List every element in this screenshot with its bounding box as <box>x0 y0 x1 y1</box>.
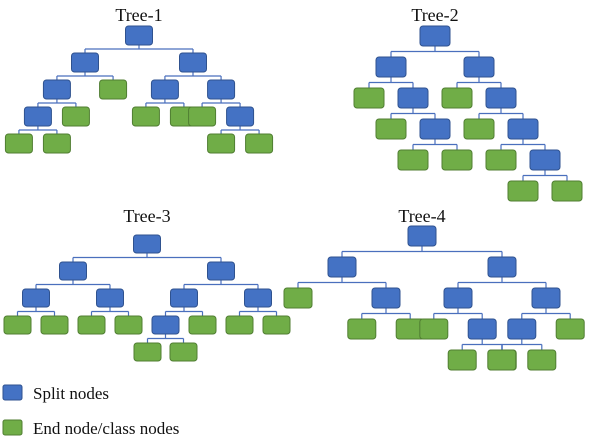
split-node <box>485 87 517 109</box>
legend-split-label: Split nodes <box>33 384 109 403</box>
end-node <box>555 318 585 340</box>
end-node <box>77 315 106 335</box>
tree-1-nodes <box>4 25 274 154</box>
end-node <box>527 349 557 371</box>
split-node <box>71 52 99 73</box>
split-node <box>207 79 236 100</box>
end-node <box>42 133 71 154</box>
legend-end-label: End node/class nodes <box>33 419 179 438</box>
legend-split-swatch <box>2 384 23 401</box>
end-node <box>40 315 69 335</box>
split-node <box>151 315 180 335</box>
end-node <box>397 149 429 171</box>
end-node <box>207 133 236 154</box>
split-node <box>419 25 451 47</box>
end-node <box>283 287 313 309</box>
tree-1-title: Tree-1 <box>115 5 162 25</box>
split-node <box>371 287 401 309</box>
tree-4-title: Tree-4 <box>398 206 445 226</box>
end-node <box>551 180 583 202</box>
split-node <box>125 25 153 46</box>
split-node <box>463 56 495 78</box>
tree-2-edges <box>368 46 568 181</box>
split-node <box>397 87 429 109</box>
end-node <box>188 106 217 127</box>
tree-4-nodes <box>283 225 585 371</box>
end-node <box>347 318 377 340</box>
end-node <box>4 133 33 154</box>
split-node <box>244 288 272 308</box>
tree-2 <box>353 25 583 202</box>
split-node <box>96 288 124 308</box>
split-node <box>327 256 357 278</box>
tree-1-edges <box>18 45 260 134</box>
tree-3 <box>3 234 291 362</box>
end-node <box>419 318 449 340</box>
end-node <box>375 118 407 140</box>
split-node <box>467 318 497 340</box>
split-node <box>443 287 473 309</box>
split-node <box>419 118 451 140</box>
end-node <box>169 342 198 362</box>
tree-2-nodes <box>353 25 583 202</box>
end-node <box>447 349 477 371</box>
split-node <box>150 79 179 100</box>
end-node <box>485 149 517 171</box>
end-node <box>507 180 539 202</box>
end-node <box>99 79 128 100</box>
tree-1 <box>4 25 274 154</box>
split-node <box>226 106 255 127</box>
end-node <box>188 315 217 335</box>
split-node <box>207 261 235 281</box>
split-node <box>179 52 207 73</box>
split-node <box>59 261 87 281</box>
split-node <box>407 225 437 247</box>
split-node <box>531 287 561 309</box>
end-node <box>487 349 517 371</box>
end-node <box>441 87 473 109</box>
end-node <box>61 106 90 127</box>
end-node <box>245 133 274 154</box>
split-node <box>23 106 52 127</box>
split-node <box>529 149 561 171</box>
split-node <box>22 288 50 308</box>
end-node <box>225 315 254 335</box>
end-node <box>114 315 143 335</box>
split-node <box>507 118 539 140</box>
split-node <box>170 288 198 308</box>
tree-4 <box>283 225 585 371</box>
end-node <box>3 315 32 335</box>
tree-3-nodes <box>3 234 291 362</box>
split-node <box>375 56 407 78</box>
end-node <box>441 149 473 171</box>
split-node <box>133 234 161 254</box>
end-node <box>463 118 495 140</box>
end-node <box>262 315 291 335</box>
tree-2-title: Tree-2 <box>411 5 458 25</box>
split-node <box>42 79 71 100</box>
end-node <box>353 87 385 109</box>
tree-3-edges <box>16 253 278 343</box>
tree-3-title: Tree-3 <box>123 206 170 226</box>
tree-4-edges <box>297 246 571 350</box>
split-node <box>487 256 517 278</box>
end-node <box>131 106 160 127</box>
split-node <box>507 318 537 340</box>
legend: Split nodes End node/class nodes <box>2 384 179 438</box>
end-node <box>133 342 162 362</box>
legend-end-swatch <box>2 419 23 436</box>
